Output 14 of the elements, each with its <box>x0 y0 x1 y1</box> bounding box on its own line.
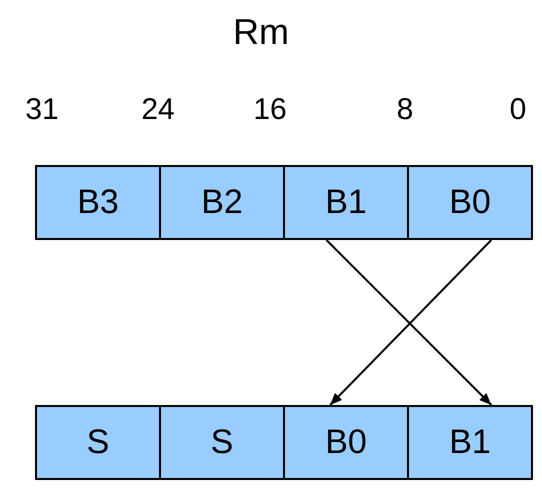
diagram-title: Rm <box>233 10 289 54</box>
byte-field: B2 <box>159 165 285 240</box>
bit-number: 16 <box>253 92 287 128</box>
byte-field: S <box>35 405 161 480</box>
byte-field: B1 <box>407 405 533 480</box>
byte-field: B1 <box>283 165 409 240</box>
byte-field: S <box>159 405 285 480</box>
bit-number: 31 <box>25 92 59 128</box>
bit-number: 24 <box>141 92 175 128</box>
byte-field: B0 <box>407 165 533 240</box>
byte-field: B0 <box>283 405 409 480</box>
bit-number: 8 <box>396 92 414 128</box>
bit-number: 0 <box>510 92 526 128</box>
byte-field: B3 <box>35 165 161 240</box>
